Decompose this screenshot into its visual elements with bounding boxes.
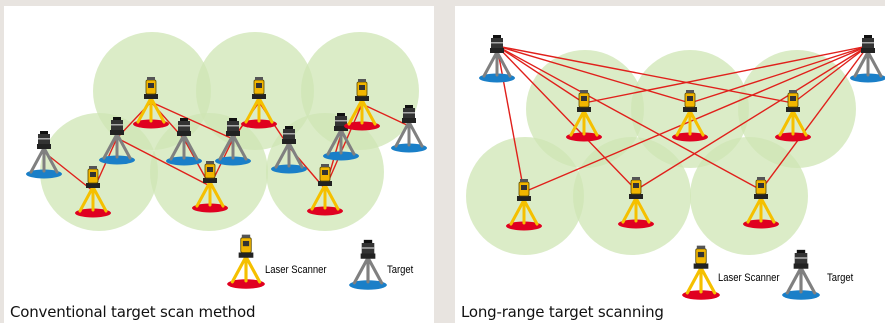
laser-scanner-tripod-icon xyxy=(75,166,111,218)
laser-scanner-tripod-icon xyxy=(672,90,708,142)
target-tripod-icon xyxy=(323,113,359,161)
sight-line xyxy=(496,45,794,104)
laser-scanner-tripod-icon xyxy=(506,179,542,231)
coverage-circle xyxy=(40,113,158,231)
legend-target-icon xyxy=(349,239,387,290)
legend-scanner-label: Laser Scanner xyxy=(718,272,780,284)
laser-scanner-tripod-icon xyxy=(618,177,654,229)
sight-line xyxy=(43,151,94,192)
laser-scanner-tripod-icon xyxy=(775,90,811,142)
legend-scanner-label: Laser Scanner xyxy=(265,264,327,276)
target-tripod-icon xyxy=(26,131,62,179)
panel-caption: Conventional target scan method xyxy=(10,303,256,321)
target-tripod-icon xyxy=(391,105,427,153)
legend-scanner-icon xyxy=(227,234,265,289)
sight-line xyxy=(792,45,869,104)
target-tripod-icon xyxy=(99,117,135,165)
sight-line xyxy=(116,137,211,187)
target-tripod-icon xyxy=(215,118,251,166)
laser-scanner-tripod-icon xyxy=(241,77,277,129)
target-tripod-icon xyxy=(166,118,202,166)
sight-line xyxy=(496,45,762,191)
sight-line xyxy=(635,45,869,191)
conventional-method-diagram xyxy=(26,32,427,290)
legend-target-icon xyxy=(782,249,820,300)
laser-scanner-tripod-icon xyxy=(566,90,602,142)
laser-scanner-tripod-icon xyxy=(133,77,169,129)
sight-line xyxy=(760,45,869,191)
sight-line xyxy=(150,101,234,140)
sight-line xyxy=(583,45,869,104)
coverage-circle xyxy=(690,137,808,255)
laser-scanner-tripod-icon xyxy=(192,161,228,213)
laser-scanner-tripod-icon xyxy=(743,177,779,229)
sight-line xyxy=(689,45,869,104)
legend-target-label: Target xyxy=(827,272,854,284)
legend-target-label: Target xyxy=(387,264,414,276)
sight-line xyxy=(361,103,410,127)
panel-caption: Long-range target scanning xyxy=(461,303,664,321)
target-tripod-icon xyxy=(271,126,307,174)
target-tripod-icon xyxy=(850,35,885,83)
sight-line xyxy=(496,45,585,104)
sight-line xyxy=(324,103,363,190)
sight-line xyxy=(496,45,525,193)
sight-line xyxy=(496,45,637,191)
long-range-panel: Laser Scanner Target Long-range target s… xyxy=(455,6,885,323)
long-range-diagram xyxy=(466,35,885,300)
laser-scanner-tripod-icon xyxy=(307,164,343,216)
sight-line xyxy=(496,45,691,104)
laser-scanner-tripod-icon xyxy=(344,79,380,131)
conventional-method-panel: Laser Scanner Target Conventional target… xyxy=(4,6,434,323)
legend-scanner-icon xyxy=(682,245,720,300)
target-tripod-icon xyxy=(479,35,515,83)
